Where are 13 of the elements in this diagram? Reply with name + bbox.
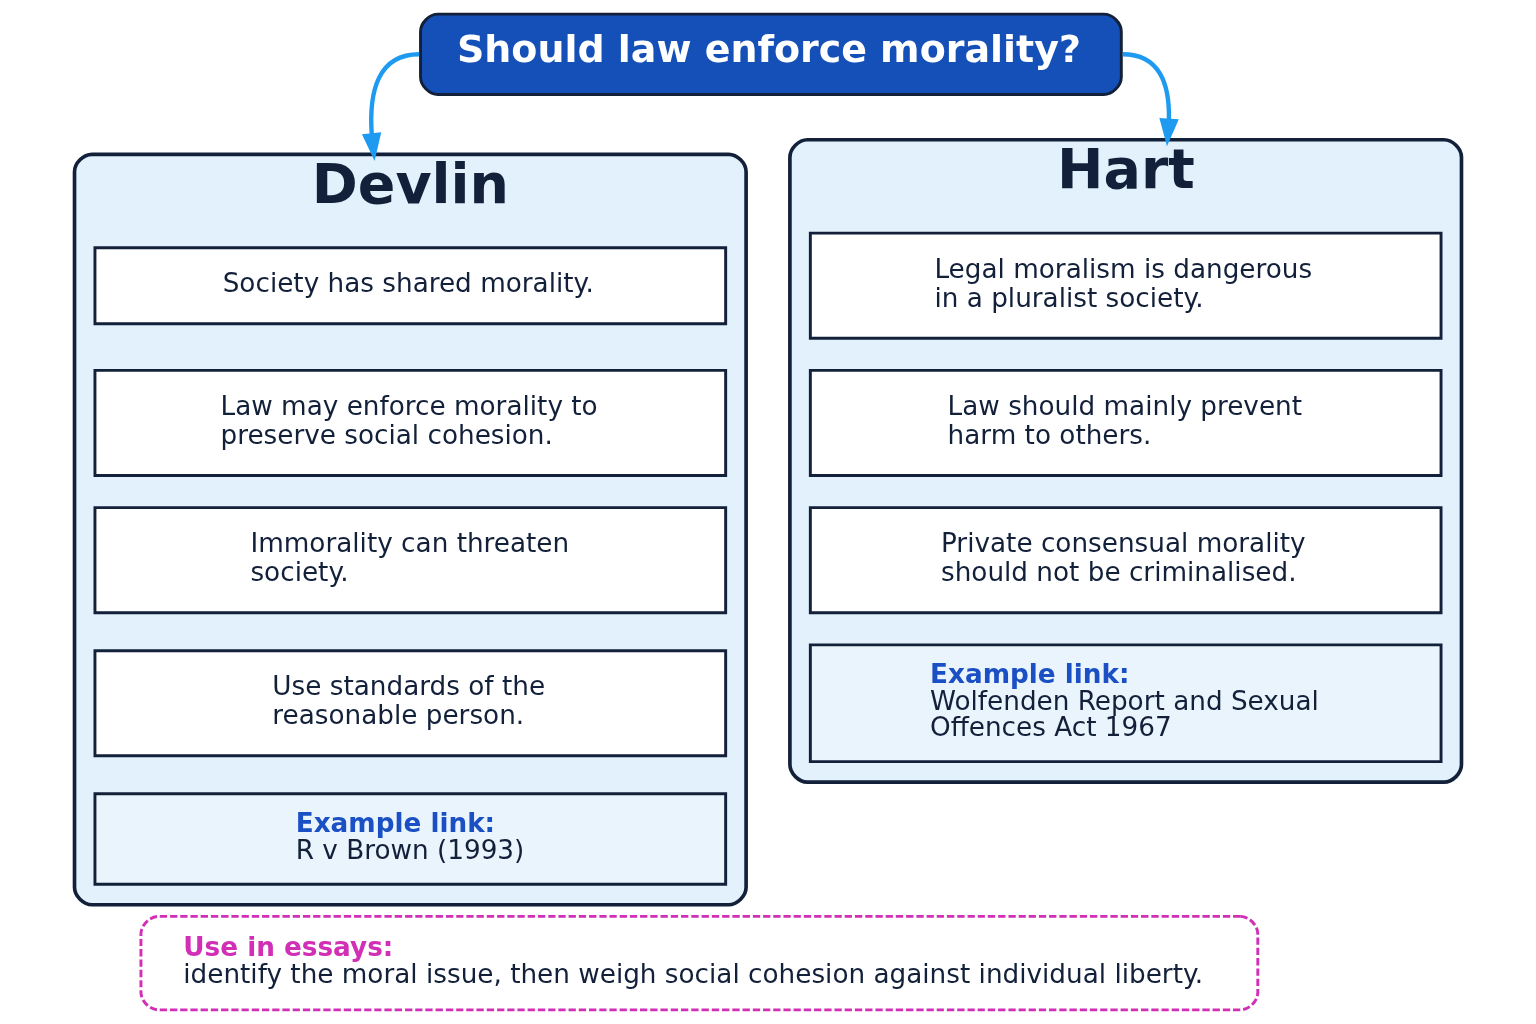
node-box: Law may enforce morality to preserve social cohesion. bbox=[93, 368, 728, 477]
node-box: Private consensual morality should not be criminalised. bbox=[808, 506, 1443, 615]
node-box: Should law enforce morality? bbox=[419, 12, 1123, 96]
arrow bbox=[1122, 52, 1179, 147]
node-box: Law should mainly prevent harm to others. bbox=[808, 368, 1443, 477]
node-box: Use in essays: identify the moral issue, then weigh social cohesion against individual liberty. bbox=[139, 914, 1260, 1012]
arrow bbox=[361, 52, 420, 161]
node-box: Example link: Wolfenden Report and Sexual Offences Act 1967 bbox=[808, 643, 1443, 764]
node-box: Legal moralism is dangerous in a pluralist society. bbox=[808, 231, 1443, 340]
node-box: Society has shared morality. bbox=[93, 246, 728, 326]
node-box: Use standards of the reasonable person. bbox=[93, 649, 728, 758]
node-box: Immorality can threaten society. bbox=[93, 506, 728, 615]
node-box: Example link: R v Brown (1993) bbox=[93, 792, 728, 886]
